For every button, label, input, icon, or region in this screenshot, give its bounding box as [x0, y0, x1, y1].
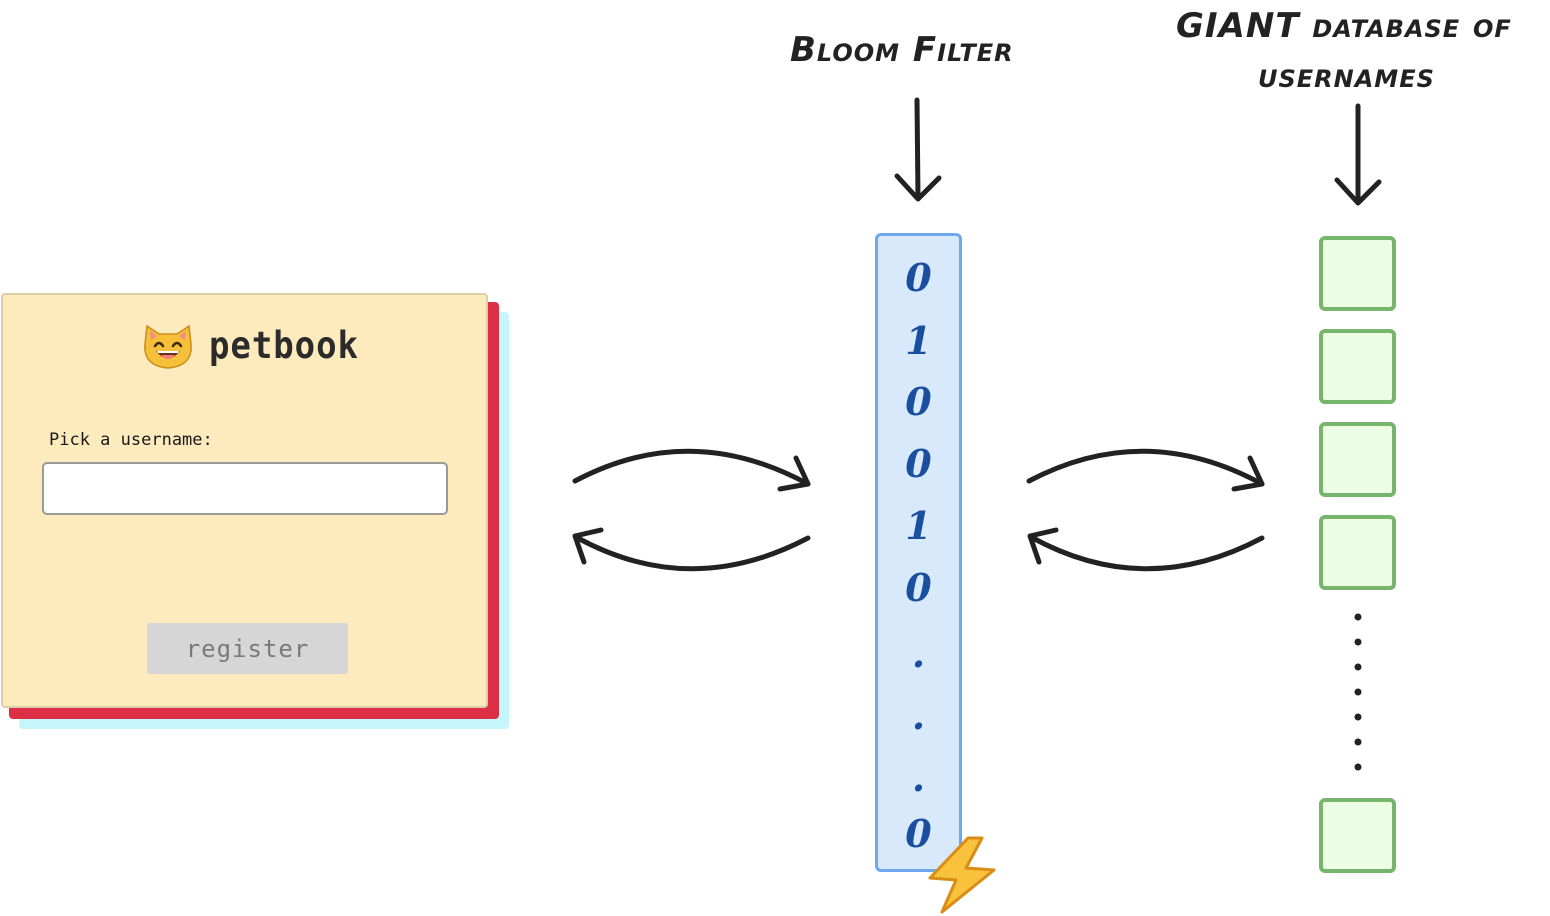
- database-cell: [1319, 422, 1396, 497]
- database-cell: [1319, 236, 1396, 311]
- bit-4: 1: [905, 503, 932, 548]
- bloom-filter-column: 0 1 0 0 1 0 . . . 0: [875, 233, 962, 872]
- brand-name: petbook: [209, 323, 359, 367]
- database-title-big: GIANT: [1176, 6, 1300, 46]
- database-title-line1: GIANT database of: [1176, 6, 1512, 46]
- arrow-database-to-bloom: [1027, 527, 1265, 572]
- cat-emoji-icon: [144, 324, 192, 369]
- bit-3: 0: [905, 441, 932, 486]
- arrow-bloom-to-database: [1026, 448, 1265, 492]
- arrow-card-to-bloom: [572, 448, 811, 492]
- database-cell: [1319, 329, 1396, 404]
- arrow-down-bloom: [894, 97, 942, 202]
- bit-ellipsis-1: .: [911, 631, 926, 676]
- bit-1: 1: [905, 318, 932, 363]
- bit-0: 0: [905, 255, 932, 300]
- database-title-rest: database of: [1299, 6, 1512, 46]
- bloom-filter-title: Bloom Filter: [790, 30, 1014, 70]
- brand: petbook: [141, 315, 372, 375]
- bit-2: 0: [905, 379, 932, 424]
- register-button[interactable]: register: [147, 623, 348, 674]
- username-label: Pick a username:: [49, 430, 213, 450]
- arrow-bloom-to-card: [572, 527, 811, 572]
- arrow-down-database: [1334, 103, 1382, 206]
- bit-5: 0: [905, 565, 932, 610]
- bit-ellipsis-3: .: [911, 755, 926, 800]
- database-ellipsis: [1354, 613, 1362, 771]
- bit-last: 0: [905, 811, 932, 856]
- database-cell: [1319, 798, 1396, 873]
- lightning-icon: [928, 836, 996, 914]
- bit-ellipsis-2: .: [911, 693, 926, 738]
- database-cell: [1319, 515, 1396, 590]
- database-title-line2: usernames: [1258, 56, 1435, 96]
- username-input[interactable]: [42, 462, 448, 515]
- petbook-card: petbook Pick a username: register: [1, 293, 488, 708]
